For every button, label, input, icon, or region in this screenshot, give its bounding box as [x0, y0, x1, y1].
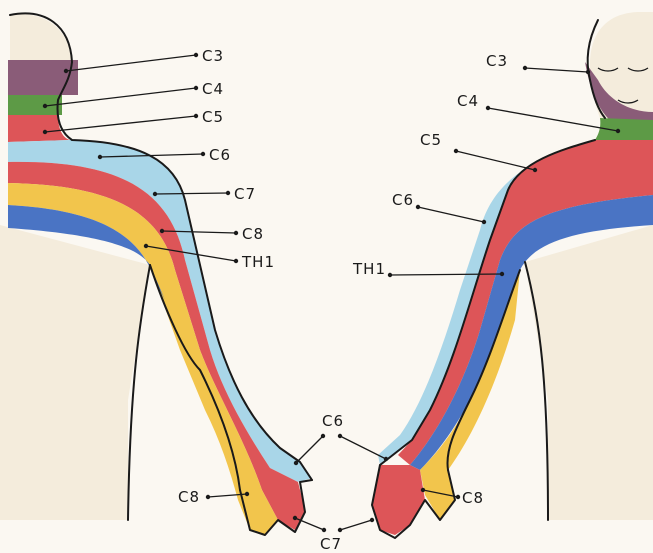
label-hand-c6: C6 — [322, 412, 344, 430]
label-right-c4: C4 — [457, 92, 479, 110]
label-right-th1: TH1 — [352, 260, 386, 278]
label-right-c5: C5 — [420, 131, 442, 149]
label-hand-c7: C7 — [320, 535, 342, 553]
label-left-c7: C7 — [234, 185, 256, 203]
left-torso — [0, 225, 150, 520]
label-right-c6: C6 — [392, 191, 414, 209]
label-left-c6: C6 — [209, 146, 231, 164]
left-head — [10, 14, 72, 60]
left-figure — [0, 13, 312, 535]
label-left-c8: C8 — [242, 225, 264, 243]
label-right-c3: C3 — [486, 52, 508, 70]
label-left-c4: C4 — [202, 80, 224, 98]
label-left-c3: C3 — [202, 47, 224, 65]
label-hand-right-c8: C8 — [462, 489, 484, 507]
label-left-th1: TH1 — [241, 253, 275, 271]
label-left-c5: C5 — [202, 108, 224, 126]
right-hand-c7 — [372, 465, 425, 535]
label-hand-left-c8: C8 — [178, 488, 200, 506]
